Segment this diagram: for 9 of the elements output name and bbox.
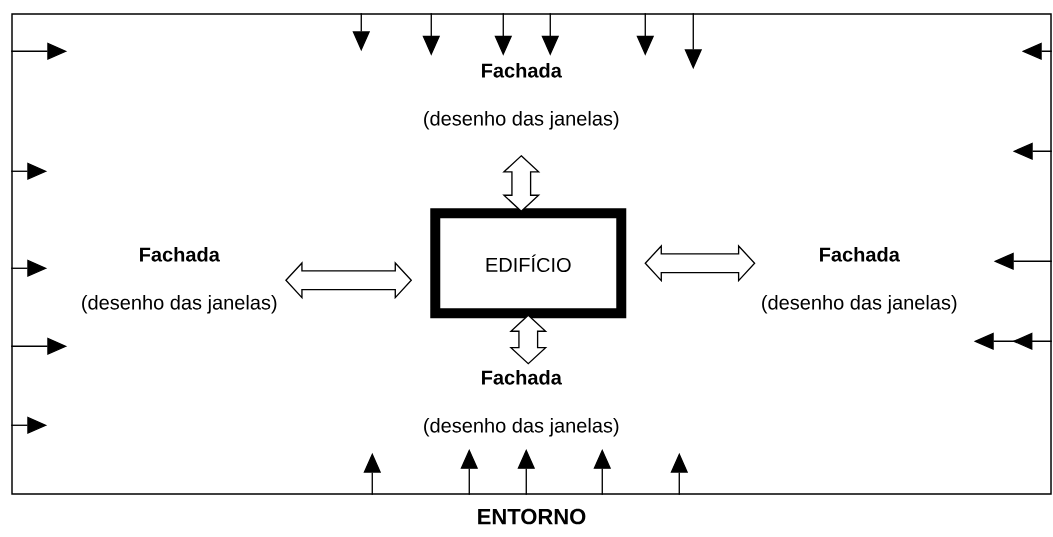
double-arrow — [285, 261, 413, 300]
double-arrow — [644, 244, 756, 283]
node-label: ENTORNO — [478, 508, 586, 525]
facade-label: Fachada (desenho das janelas) — [762, 246, 957, 314]
facade-label: Fachada (desenho das janelas) — [82, 246, 277, 314]
building-box: EDIFÍCIO — [430, 208, 627, 319]
facade-label: Fachada (desenho das janelas) — [424, 369, 619, 437]
double-arrow — [509, 314, 548, 365]
facade-label: Fachada (desenho das janelas) — [424, 62, 619, 130]
